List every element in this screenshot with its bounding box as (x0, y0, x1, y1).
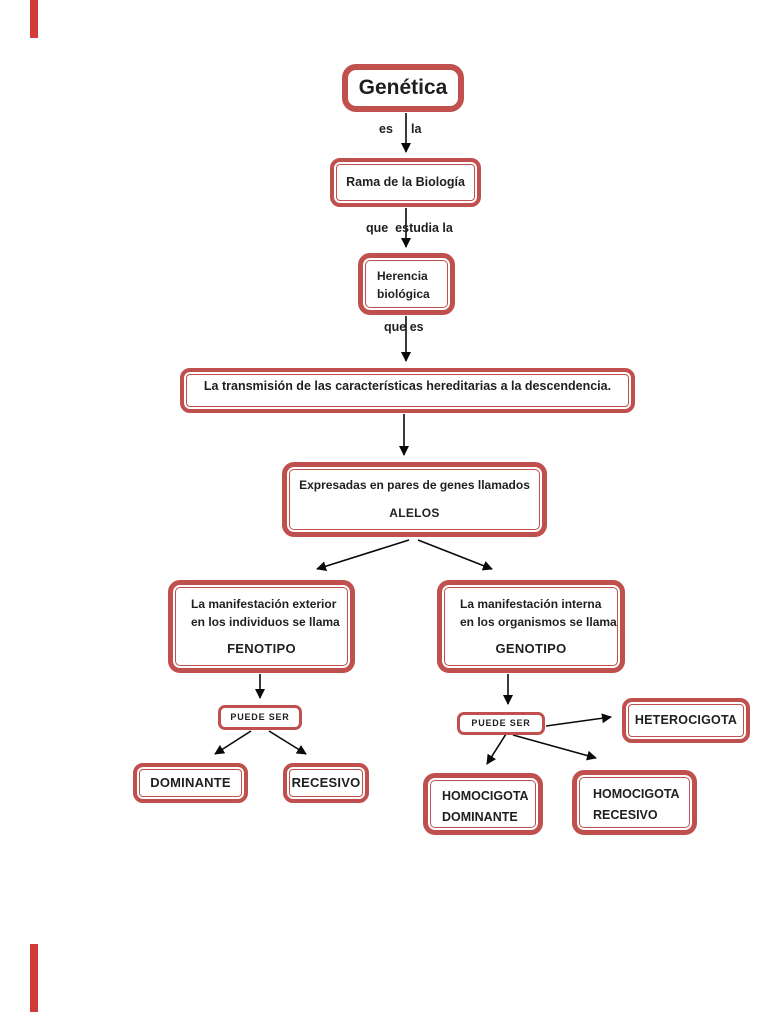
node-puede-ser-right-label: PUEDE SER (471, 717, 531, 728)
node-genetica-label: Genética (358, 76, 448, 100)
node-fenotipo: La manifestación exterior en los individ… (168, 580, 355, 673)
connector-label-que-es: que es (384, 320, 424, 334)
node-homocigota-dominante-line1: HOMOCIGOTA (442, 789, 529, 803)
node-fenotipo-line1: La manifestación exterior (191, 597, 337, 611)
node-genetica: Genética (342, 64, 464, 112)
node-rama-de-la-biologia: Rama de la Biología (330, 158, 481, 207)
arrow-alelos-genotipo (417, 539, 493, 571)
connector-label-que-estudia-la: que estudia la (366, 221, 453, 235)
node-alelos-keyword: ALELOS (389, 506, 440, 520)
arrow-alelos-fenotipo (316, 539, 410, 572)
node-genotipo-line1: La manifestación interna (460, 597, 602, 611)
node-heterocigota-label: HETEROCIGOTA (634, 713, 738, 728)
node-genotipo-line2: en los organismos se llama (460, 615, 617, 629)
node-heterocigota: HETEROCIGOTA (622, 698, 750, 743)
arrow-puedeser-recesivo (268, 730, 307, 755)
node-recesivo: RECESIVO (283, 763, 369, 803)
node-transmision-label: La transmisión de las características he… (203, 379, 612, 393)
node-homocigota-dominante: HOMOCIGOTA DOMINANTE (423, 773, 543, 835)
node-rama-label: Rama de la Biología (346, 175, 465, 190)
node-herencia-line1: Herencia (377, 269, 428, 283)
node-herencia-line2: biológica (377, 287, 430, 301)
node-homocigota-dominante-line2: DOMINANTE (442, 809, 518, 824)
arrow-puedeser-dominante (214, 730, 252, 755)
arrow-puedeser-homocigota-recesivo (512, 734, 597, 761)
node-alelos: Expresadas en pares de genes llamados AL… (282, 462, 547, 537)
connector-label-la: la (411, 122, 422, 136)
node-dominante: DOMINANTE (133, 763, 248, 803)
node-puede-ser-left-label: PUEDE SER (230, 711, 290, 722)
node-fenotipo-line2: en los individuos se llama (191, 615, 340, 629)
connector-label-es: es (379, 122, 393, 136)
node-genotipo: La manifestación interna en los organism… (437, 580, 625, 673)
arrow-puedeser-homocigota-dominante (486, 733, 507, 765)
arrow-puedeser-heterocigota (545, 713, 612, 727)
node-homocigota-recesivo-line1: HOMOCIGOTA (593, 787, 680, 801)
node-genotipo-keyword: GENOTIPO (495, 641, 567, 656)
node-homocigota-recesivo: HOMOCIGOTA RECESIVO (572, 770, 697, 835)
node-alelos-line1: Expresadas en pares de genes llamados (299, 478, 530, 492)
node-puede-ser-left: PUEDE SER (218, 705, 302, 730)
node-recesivo-label: RECESIVO (291, 775, 361, 791)
node-dominante-label: DOMINANTE (150, 775, 231, 791)
node-fenotipo-keyword: FENOTIPO (227, 641, 296, 656)
node-homocigota-recesivo-line2: RECESIVO (593, 807, 658, 822)
page-edge-mark-bottom (30, 944, 38, 1012)
node-herencia-biologica: Herencia biológica (358, 253, 455, 315)
node-transmision: La transmisión de las características he… (180, 368, 635, 413)
node-puede-ser-right: PUEDE SER (457, 712, 545, 735)
page-edge-mark-top (30, 0, 38, 38)
